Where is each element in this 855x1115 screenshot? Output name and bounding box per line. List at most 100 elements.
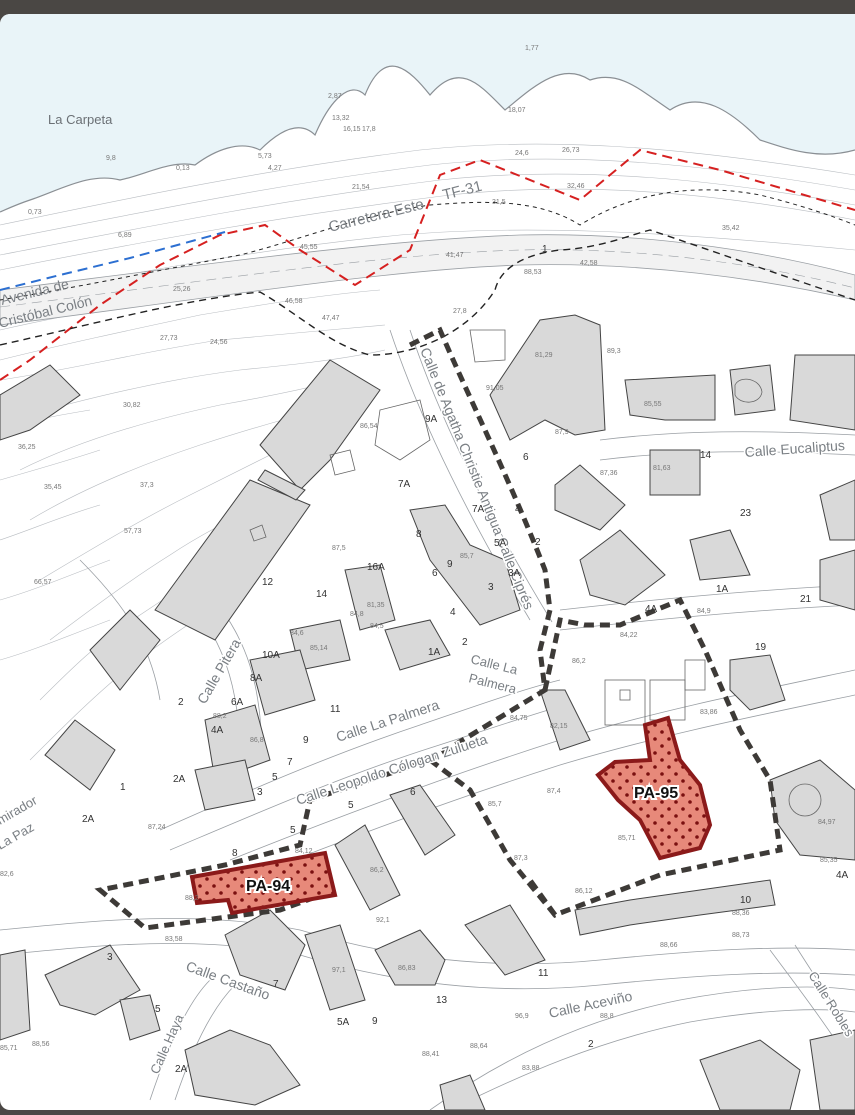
street-label-acevino: Calle Aceviño	[547, 988, 634, 1021]
block-number-label: 5A	[337, 1017, 350, 1028]
elevation-label: 36,25	[18, 444, 36, 451]
elevation-label: 85,71	[0, 1045, 18, 1052]
elevation-label: 85,14	[310, 645, 328, 652]
block-number-label: 6	[432, 568, 438, 579]
block-number-label: 7A	[398, 479, 411, 490]
block-number-label: 3	[257, 787, 263, 798]
block-number-label: 23	[740, 508, 752, 519]
elevation-label: 88,2	[185, 895, 199, 902]
elevation-label: 86,8	[250, 737, 264, 744]
elevation-label: 0,73	[28, 209, 42, 216]
zone-label-pa95[interactable]: PA-95	[632, 783, 680, 804]
block-number-label: 1	[542, 244, 548, 255]
elevation-label: 81,29	[535, 352, 553, 359]
sea-label: La Carpeta	[48, 112, 113, 127]
block-number-label: 2	[535, 537, 541, 548]
sea-area	[0, 14, 855, 212]
elevation-label: 92,1	[376, 917, 390, 924]
block-number-label: 10A	[262, 650, 280, 661]
elevation-label: 87,36	[600, 470, 618, 477]
elevation-label: 24,6	[515, 150, 529, 157]
street-label-tf31: TF-31	[441, 178, 484, 204]
elevation-label: 2,87	[328, 93, 342, 100]
block-number-label: 13	[436, 995, 448, 1006]
block-number-label: 7A	[472, 504, 485, 515]
elevation-label: 88,64	[470, 1043, 488, 1050]
elevation-label: 6,89	[118, 232, 132, 239]
block-number-label: 9	[303, 735, 309, 746]
block-number-label: 1A	[428, 647, 441, 658]
buildings	[0, 314, 855, 1110]
plan-boundary-east	[428, 596, 783, 918]
elevation-label: 83,58	[165, 936, 183, 943]
block-number-label: 7	[287, 757, 293, 768]
elevation-label: 87,4	[547, 788, 561, 795]
block-number-label: 6A	[231, 697, 244, 708]
elevation-label: 42,58	[580, 260, 598, 267]
street-label-carretera: Carretera Este	[327, 196, 426, 236]
block-number-label: 14	[700, 450, 712, 461]
elevation-label: 57,73	[124, 528, 142, 535]
block-number-label: 3	[107, 952, 113, 963]
red-boundary-line	[0, 148, 855, 381]
elevation-label: 84,8	[350, 611, 364, 618]
elevation-label: 84,97	[818, 819, 836, 826]
elevation-label: 88,73	[732, 932, 750, 939]
elevation-label: 87,5	[332, 545, 346, 552]
elevation-label: 88,66	[660, 942, 678, 949]
elevation-label: 1,77	[525, 45, 539, 52]
zone-pa95-area[interactable]	[595, 715, 713, 861]
elevation-label: 91,05	[486, 385, 504, 392]
street-label-robles: Calle Robles	[805, 969, 855, 1040]
elevation-label: 89,3	[607, 348, 621, 355]
elevation-label: 87,9	[555, 429, 569, 436]
block-number-label: 7	[273, 979, 279, 990]
block-number-label: 14	[316, 589, 328, 600]
elevation-label: 97,1	[332, 967, 346, 974]
elevation-label: 84,5	[370, 623, 384, 630]
road-tf31	[0, 234, 855, 326]
elevation-label: 87,3	[514, 855, 528, 862]
street-label-la-palmera: Calle La Palmera	[334, 696, 441, 744]
elevation-label: 85,35	[820, 857, 838, 864]
block-number-label: 6	[410, 787, 416, 798]
block-number-label: 3A	[508, 568, 521, 579]
block-number-label: 5	[155, 1004, 161, 1015]
elevation-label: 88,2	[213, 713, 227, 720]
elevation-label: 85,7	[488, 801, 502, 808]
elevation-label: 84,12	[295, 848, 313, 855]
block-number-label: 12	[262, 577, 274, 588]
block-number-label: 4A	[645, 604, 658, 615]
elevation-label: 81,63	[653, 465, 671, 472]
zone-pa94-area[interactable]	[189, 850, 338, 916]
elevation-label: 0,13	[176, 165, 190, 172]
elevation-label: 87,24	[148, 824, 166, 831]
elevation-label: 26,73	[562, 147, 580, 154]
elevation-label: 85,55	[644, 401, 662, 408]
elevation-label: 82,6	[0, 871, 14, 878]
block-number-label: 6	[523, 452, 529, 463]
block-number-label: 2	[462, 637, 468, 648]
elevation-label: 82,15	[550, 723, 568, 730]
block-number-label: 8	[232, 848, 238, 859]
elevation-label: 17,8	[362, 126, 376, 133]
zone-label-pa94[interactable]: PA-94	[244, 876, 292, 897]
elevation-label: 86,12	[575, 888, 593, 895]
black-dashed-line-1	[0, 229, 855, 356]
elevation-label: 86,2	[572, 658, 586, 665]
block-number-label: 5A	[494, 538, 507, 549]
elevation-label: 85,71	[618, 835, 636, 842]
street-label-mirador-1: mirador	[0, 792, 40, 827]
elevation-label: 66,57	[34, 579, 52, 586]
block-number-label: 3	[488, 582, 494, 593]
elevation-label: 31,5	[492, 199, 506, 206]
block-number-label: 2A	[173, 774, 186, 785]
elevation-label: 45,55	[300, 244, 318, 251]
coastline	[0, 65, 855, 213]
block-number-label: 4A	[836, 870, 849, 881]
elevation-label: 84,22	[620, 632, 638, 639]
elevation-label: 35,42	[722, 225, 740, 232]
